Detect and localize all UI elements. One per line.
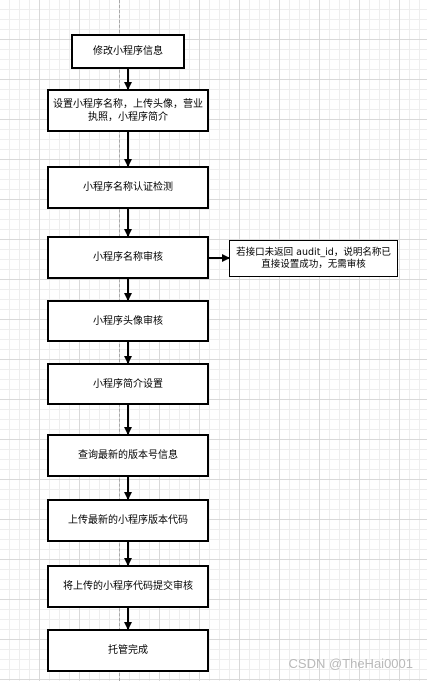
watermark: CSDN @TheHai0001	[288, 656, 413, 671]
step-set-name-avatar-license-intro: 设置小程序名称，上传头像，营业执照，小程序简介	[47, 89, 209, 132]
step-name-review: 小程序名称审核	[47, 236, 209, 279]
step-intro-setting: 小程序简介设置	[47, 363, 209, 405]
step-hosting-complete: 托管完成	[47, 629, 209, 672]
step-name-verification-check: 小程序名称认证检测	[47, 166, 209, 209]
step-submit-code-review: 将上传的小程序代码提交审核	[47, 565, 209, 608]
step-query-latest-version: 查询最新的版本号信息	[47, 434, 209, 477]
step-modify-info: 修改小程序信息	[71, 34, 185, 69]
note-audit-id: 若接口未返回 audit_id，说明名称已直接设置成功，无需审核	[229, 240, 398, 277]
step-upload-latest-code: 上传最新的小程序版本代码	[47, 499, 209, 542]
step-avatar-review: 小程序头像审核	[47, 300, 209, 342]
